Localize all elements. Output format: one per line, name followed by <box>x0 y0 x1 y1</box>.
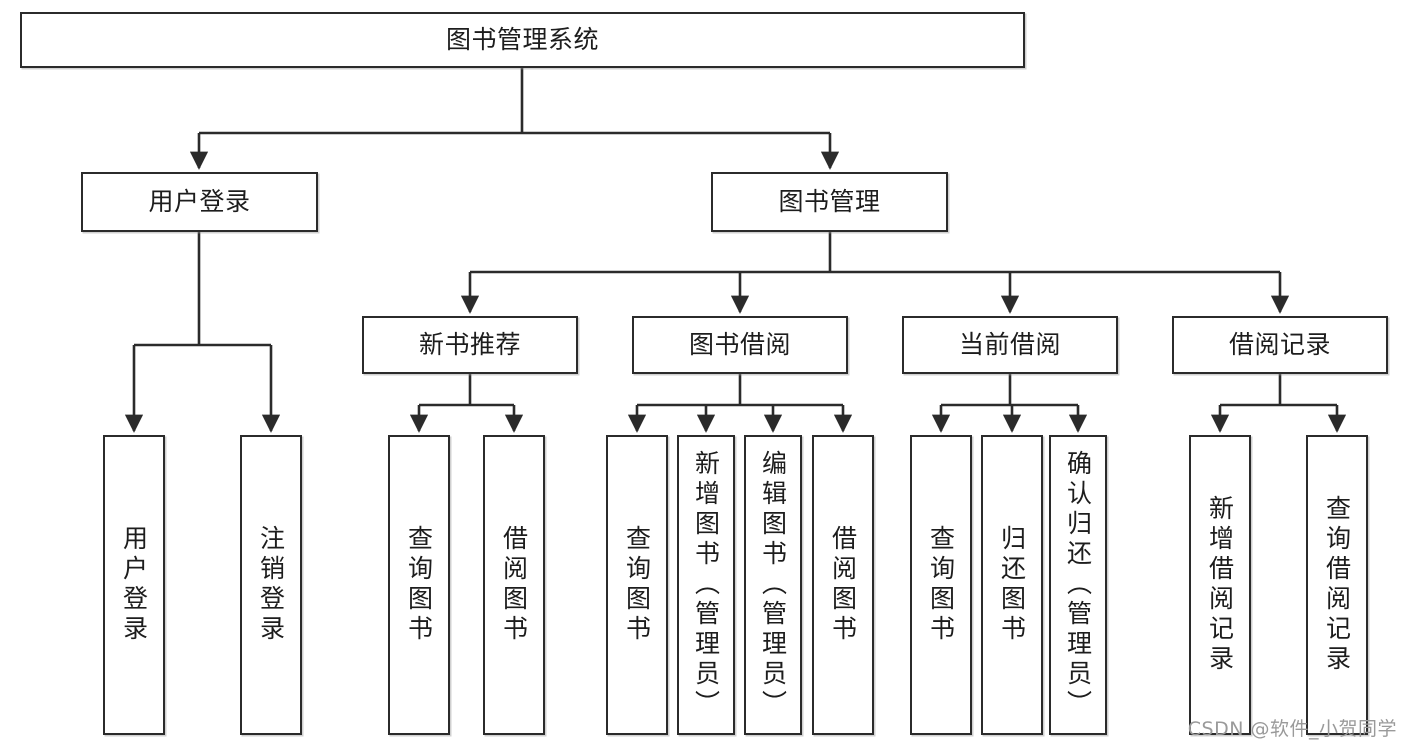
node-label: 查询图书 <box>622 525 652 645</box>
node-leaf-confirm-return[interactable]: 确认归还（管理员） <box>1049 435 1107 735</box>
node-current-borrow[interactable]: 当前借阅 <box>902 316 1118 374</box>
node-leaf-query-borrow-record[interactable]: 查询借阅记录 <box>1306 435 1368 735</box>
node-leaf-return-book[interactable]: 归还图书 <box>981 435 1043 735</box>
node-leaf-add-borrow-record[interactable]: 新增借阅记录 <box>1189 435 1251 735</box>
node-leaf-borrow-book-1[interactable]: 借阅图书 <box>483 435 545 735</box>
node-label: 借阅图书 <box>828 525 858 645</box>
node-leaf-user-login[interactable]: 用户登录 <box>103 435 165 735</box>
node-leaf-query-book-2[interactable]: 查询图书 <box>606 435 668 735</box>
csdn-watermark: CSDN @软件_小贺同学 <box>1187 718 1397 740</box>
node-label: 查询借阅记录 <box>1322 495 1352 675</box>
node-book-management-system[interactable]: 图书管理系统 <box>20 12 1025 68</box>
node-label: 确认归还（管理员） <box>1063 450 1093 720</box>
node-label: 新书推荐 <box>418 330 521 360</box>
node-label: 借阅记录 <box>1228 330 1331 360</box>
node-label: 注销登录 <box>256 525 286 645</box>
node-user-login[interactable]: 用户登录 <box>81 172 318 232</box>
node-borrow-record[interactable]: 借阅记录 <box>1172 316 1388 374</box>
node-label: 新增借阅记录 <box>1205 495 1235 675</box>
node-leaf-add-book[interactable]: 新增图书（管理员） <box>677 435 735 735</box>
node-label: 用户登录 <box>119 525 149 645</box>
node-label: 图书借阅 <box>688 330 791 360</box>
node-new-book-recommend[interactable]: 新书推荐 <box>362 316 578 374</box>
node-label: 当前借阅 <box>958 330 1061 360</box>
node-label: 编辑图书（管理员） <box>758 450 788 720</box>
node-leaf-edit-book[interactable]: 编辑图书（管理员） <box>744 435 802 735</box>
node-leaf-borrow-book-2[interactable]: 借阅图书 <box>812 435 874 735</box>
node-leaf-logout[interactable]: 注销登录 <box>240 435 302 735</box>
node-book-manage[interactable]: 图书管理 <box>711 172 948 232</box>
node-label: 借阅图书 <box>499 525 529 645</box>
node-label: 查询图书 <box>404 525 434 645</box>
node-leaf-query-book-3[interactable]: 查询图书 <box>910 435 972 735</box>
node-label: 新增图书（管理员） <box>691 450 721 720</box>
node-book-borrow[interactable]: 图书借阅 <box>632 316 848 374</box>
node-label: 图书管理系统 <box>445 25 599 55</box>
node-label: 图书管理 <box>778 187 881 217</box>
node-label: 查询图书 <box>926 525 956 645</box>
node-label: 归还图书 <box>997 525 1027 645</box>
node-label: 用户登录 <box>148 187 251 217</box>
node-leaf-query-book-1[interactable]: 查询图书 <box>388 435 450 735</box>
